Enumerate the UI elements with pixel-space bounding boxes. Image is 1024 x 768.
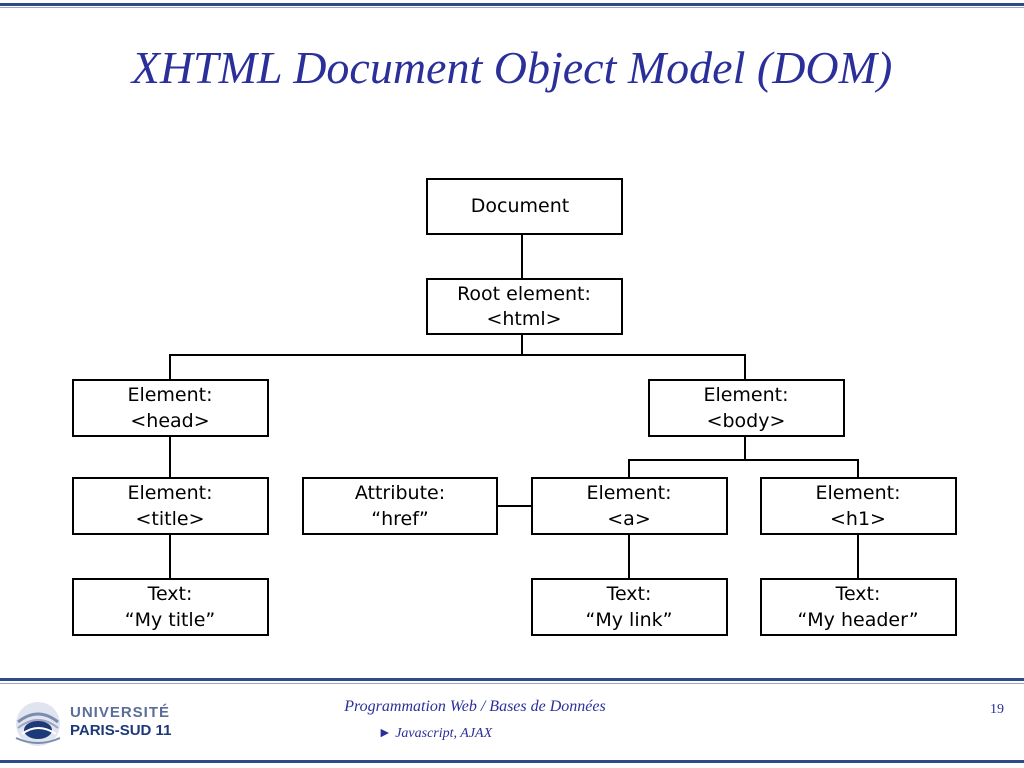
node-document-label: Document bbox=[471, 195, 569, 217]
logo-text-paris-sud: PARIS-SUD 11 bbox=[70, 722, 172, 739]
footer-section: ► Javascript, AJAX bbox=[377, 726, 493, 741]
node-title-line1: Element: bbox=[127, 482, 212, 504]
node-h1-line2: <h1> bbox=[830, 508, 886, 530]
node-body-line2: <body> bbox=[707, 410, 786, 432]
node-text-title-line1: Text: bbox=[147, 583, 193, 605]
node-body: Element: <body> bbox=[648, 379, 845, 437]
top-rule bbox=[0, 3, 1024, 6]
node-a-line2: <a> bbox=[607, 508, 650, 530]
node-text-title-line2: “My title” bbox=[125, 609, 216, 631]
node-a-line1: Element: bbox=[586, 482, 671, 504]
node-document: Document bbox=[426, 178, 623, 235]
node-text-header-line1: Text: bbox=[835, 583, 881, 605]
logo-text-universite: UNIVERSITÉ bbox=[70, 704, 171, 721]
node-root-line1: Root element: bbox=[457, 283, 591, 305]
node-root-element: Root element: <html> bbox=[426, 278, 623, 335]
node-attribute: Attribute: “href” bbox=[302, 477, 498, 535]
edge-body-a-h1 bbox=[628, 459, 859, 478]
node-text-link: Text: “My link” bbox=[531, 578, 728, 636]
university-logo: UNIVERSITÉ PARIS-SUD 11 bbox=[12, 692, 187, 752]
node-body-line1: Element: bbox=[703, 384, 788, 406]
node-text-link-line2: “My link” bbox=[586, 609, 673, 631]
edges bbox=[169, 234, 859, 579]
node-text-title: Text: “My title” bbox=[72, 578, 269, 636]
bottom-rule bbox=[0, 760, 1024, 763]
node-h1-line1: Element: bbox=[815, 482, 900, 504]
node-attribute-line1: Attribute: bbox=[355, 482, 445, 504]
top-rule-thin bbox=[0, 7, 1024, 8]
node-head-line1: Element: bbox=[127, 384, 212, 406]
node-title-element: Element: <title> bbox=[72, 477, 269, 535]
footer-rule bbox=[0, 678, 1024, 681]
node-attribute-line2: “href” bbox=[371, 508, 429, 530]
logo-emblem-icon bbox=[15, 702, 61, 746]
node-a-element: Element: <a> bbox=[531, 477, 728, 535]
node-text-link-line1: Text: bbox=[606, 583, 652, 605]
node-root-line2: <html> bbox=[486, 308, 561, 330]
node-head: Element: <head> bbox=[72, 379, 269, 437]
page-number: 19 bbox=[990, 702, 1004, 717]
footer-rule-thin bbox=[0, 683, 1024, 684]
node-title-line2: <title> bbox=[136, 508, 205, 530]
node-h1-element: Element: <h1> bbox=[760, 477, 957, 535]
footer-course-title: Programmation Web / Bases de Données bbox=[344, 698, 606, 715]
node-head-line2: <head> bbox=[130, 410, 209, 432]
edge-root-head-body bbox=[169, 354, 746, 380]
slide-title: XHTML Document Object Model (DOM) bbox=[131, 42, 893, 93]
node-text-header: Text: “My header” bbox=[760, 578, 957, 636]
node-text-header-line2: “My header” bbox=[797, 609, 918, 631]
